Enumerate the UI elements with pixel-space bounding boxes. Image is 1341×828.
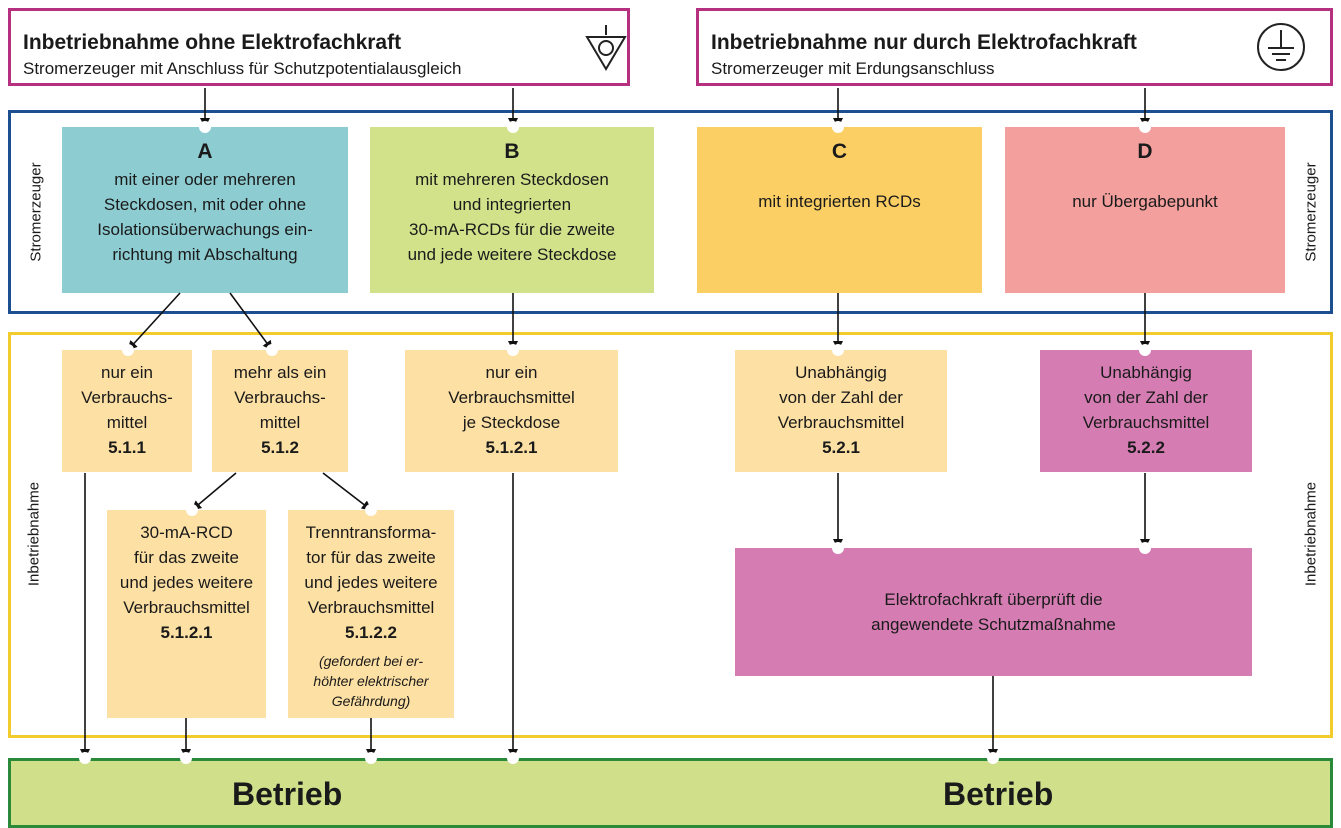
betrieb-label-right: Betrieb — [943, 776, 1054, 812]
connector-dot — [507, 344, 519, 356]
box-line: von der Zahl der — [779, 388, 903, 407]
box-a-line: Isolationsüberwachungs ein- — [97, 220, 313, 239]
box-code: 5.1.2.1 — [485, 438, 538, 457]
connector-dot — [1139, 344, 1151, 356]
box-line: Verbrauchs- — [234, 388, 326, 407]
note-line: (gefordert bei er- — [318, 653, 423, 669]
box-line: Verbrauchs- — [81, 388, 173, 407]
box-line: Trenntransforma- — [305, 523, 437, 542]
connector-arrow — [322, 472, 372, 511]
box-b-letter: B — [504, 140, 520, 163]
box-a-letter: A — [197, 140, 213, 163]
connector-dot — [365, 504, 377, 516]
box-line: Elektrofachkraft überprüft die — [884, 590, 1103, 609]
box-c-line: mit integrierten RCDs — [758, 192, 921, 211]
header-right: Inbetriebnahme nur durch Elektrofachkraf… — [696, 8, 1333, 86]
box-5-1-2-2: Trenntransforma- tor für das zweite und … — [288, 510, 454, 718]
betrieb-label-left: Betrieb — [232, 776, 343, 812]
equipotential-bonding-icon — [585, 25, 627, 71]
connector-dot — [832, 344, 844, 356]
box-a-line: Steckdosen, mit oder ohne — [103, 195, 307, 214]
box-5-1-2-1-rcd: 30-mA-RCD für das zweite und jedes weite… — [107, 510, 266, 718]
connector-dot — [266, 344, 278, 356]
note-line: höhter elektrischer — [313, 673, 429, 689]
box-line: und jedes weitere — [304, 573, 438, 592]
connector-dot — [1139, 542, 1151, 554]
box-line: Verbrauchsmittel — [307, 598, 435, 617]
box-d: D nur Übergabepunkt — [1005, 127, 1285, 293]
box-5-1-2-1-b: nur ein Verbrauchsmittel je Steckdose 5.… — [405, 350, 618, 472]
connector-arrow — [127, 292, 181, 351]
box-b-line: und jede weitere Steckdose — [407, 245, 617, 264]
box-line: tor für das zweite — [306, 548, 436, 567]
box-line: von der Zahl der — [1084, 388, 1208, 407]
box-line: angewendete Schutzmaßnahme — [871, 615, 1116, 634]
box-b: B mit mehreren Steckdosen und integriert… — [370, 127, 654, 293]
connector-arrow — [229, 292, 273, 351]
box-line: je Steckdose — [462, 413, 561, 432]
box-elektrofachkraft-check: Elektrofachkraft überprüft die angewende… — [735, 548, 1252, 676]
note-line: Gefährdung) — [331, 693, 411, 709]
box-d-letter: D — [1137, 140, 1153, 163]
box-line: nur ein — [101, 363, 153, 382]
box-line: für das zweite — [134, 548, 239, 567]
box-c: C mit integrierten RCDs — [697, 127, 982, 293]
box-line: Unabhängig — [1100, 363, 1192, 382]
connector-dot — [507, 121, 519, 133]
connector-dot — [832, 121, 844, 133]
box-line: mittel — [106, 413, 148, 432]
box-code: 5.1.1 — [108, 438, 146, 457]
connector-dot — [199, 121, 211, 133]
box-line: Unabhängig — [795, 363, 887, 382]
connector-dot — [507, 752, 519, 764]
box-line: Verbrauchsmittel — [448, 388, 575, 407]
box-c-letter: C — [831, 140, 848, 163]
header-left-title: Inbetriebnahme ohne Elektrofachkraft — [23, 31, 402, 54]
header-left: Inbetriebnahme ohne Elektrofachkraft Str… — [8, 8, 630, 86]
box-a-line: richtung mit Abschaltung — [112, 245, 298, 264]
box-line: Verbrauchsmittel — [777, 413, 905, 432]
connector-arrow — [191, 472, 237, 511]
box-line: und jedes weitere — [119, 573, 254, 592]
header-right-subtitle: Stromerzeuger mit Erdungsanschluss — [711, 59, 995, 78]
box-b-line: und integrierten — [452, 195, 572, 214]
box-code: 5.1.2.2 — [345, 623, 397, 642]
header-right-title: Inbetriebnahme nur durch Elektrofachkraf… — [711, 31, 1137, 54]
box-code: 5.1.2 — [261, 438, 299, 457]
connector-dot — [987, 752, 999, 764]
connector-dot — [122, 344, 134, 356]
connector-dot — [365, 752, 377, 764]
box-note: (gefordert bei er- höhter elektrischer G… — [313, 651, 428, 711]
betrieb-section — [8, 758, 1333, 828]
connector-dot — [832, 542, 844, 554]
box-5-2-1: Unabhängig von der Zahl der Verbrauchsmi… — [735, 350, 947, 472]
box-5-1-1: nur ein Verbrauchs- mittel 5.1.1 — [62, 350, 192, 472]
box-line: mehr als ein — [233, 363, 327, 382]
box-5-1-2: mehr als ein Verbrauchs- mittel 5.1.2 — [212, 350, 348, 472]
box-line: Verbrauchsmittel — [123, 598, 250, 617]
box-line: 30-mA-RCD — [140, 523, 233, 542]
connector-dot — [180, 752, 192, 764]
box-line: Verbrauchsmittel — [1082, 413, 1210, 432]
box-code: 5.2.2 — [1127, 438, 1165, 457]
box-line: nur ein — [485, 363, 538, 382]
connector-dot — [79, 752, 91, 764]
box-d-line: nur Übergabepunkt — [1072, 192, 1218, 211]
box-a-line: mit einer oder mehreren — [114, 170, 296, 189]
box-b-line: mit mehreren Steckdosen — [415, 170, 609, 189]
box-code: 5.1.2.1 — [160, 623, 213, 642]
inbetriebnahme-section — [8, 332, 1333, 738]
box-line: mittel — [259, 413, 301, 432]
earth-ground-icon — [1257, 23, 1305, 71]
connector-dot — [1139, 121, 1151, 133]
stromerzeuger-section — [8, 110, 1333, 314]
connector-dot — [186, 504, 198, 516]
box-b-line: 30-mA-RCDs für die zweite — [409, 220, 615, 239]
box-code: 5.2.1 — [822, 438, 860, 457]
box-5-2-2: Unabhängig von der Zahl der Verbrauchsmi… — [1040, 350, 1252, 472]
box-a: A mit einer oder mehreren Steckdosen, mi… — [62, 127, 348, 293]
header-left-subtitle: Stromerzeuger mit Anschluss für Schutzpo… — [23, 59, 462, 78]
